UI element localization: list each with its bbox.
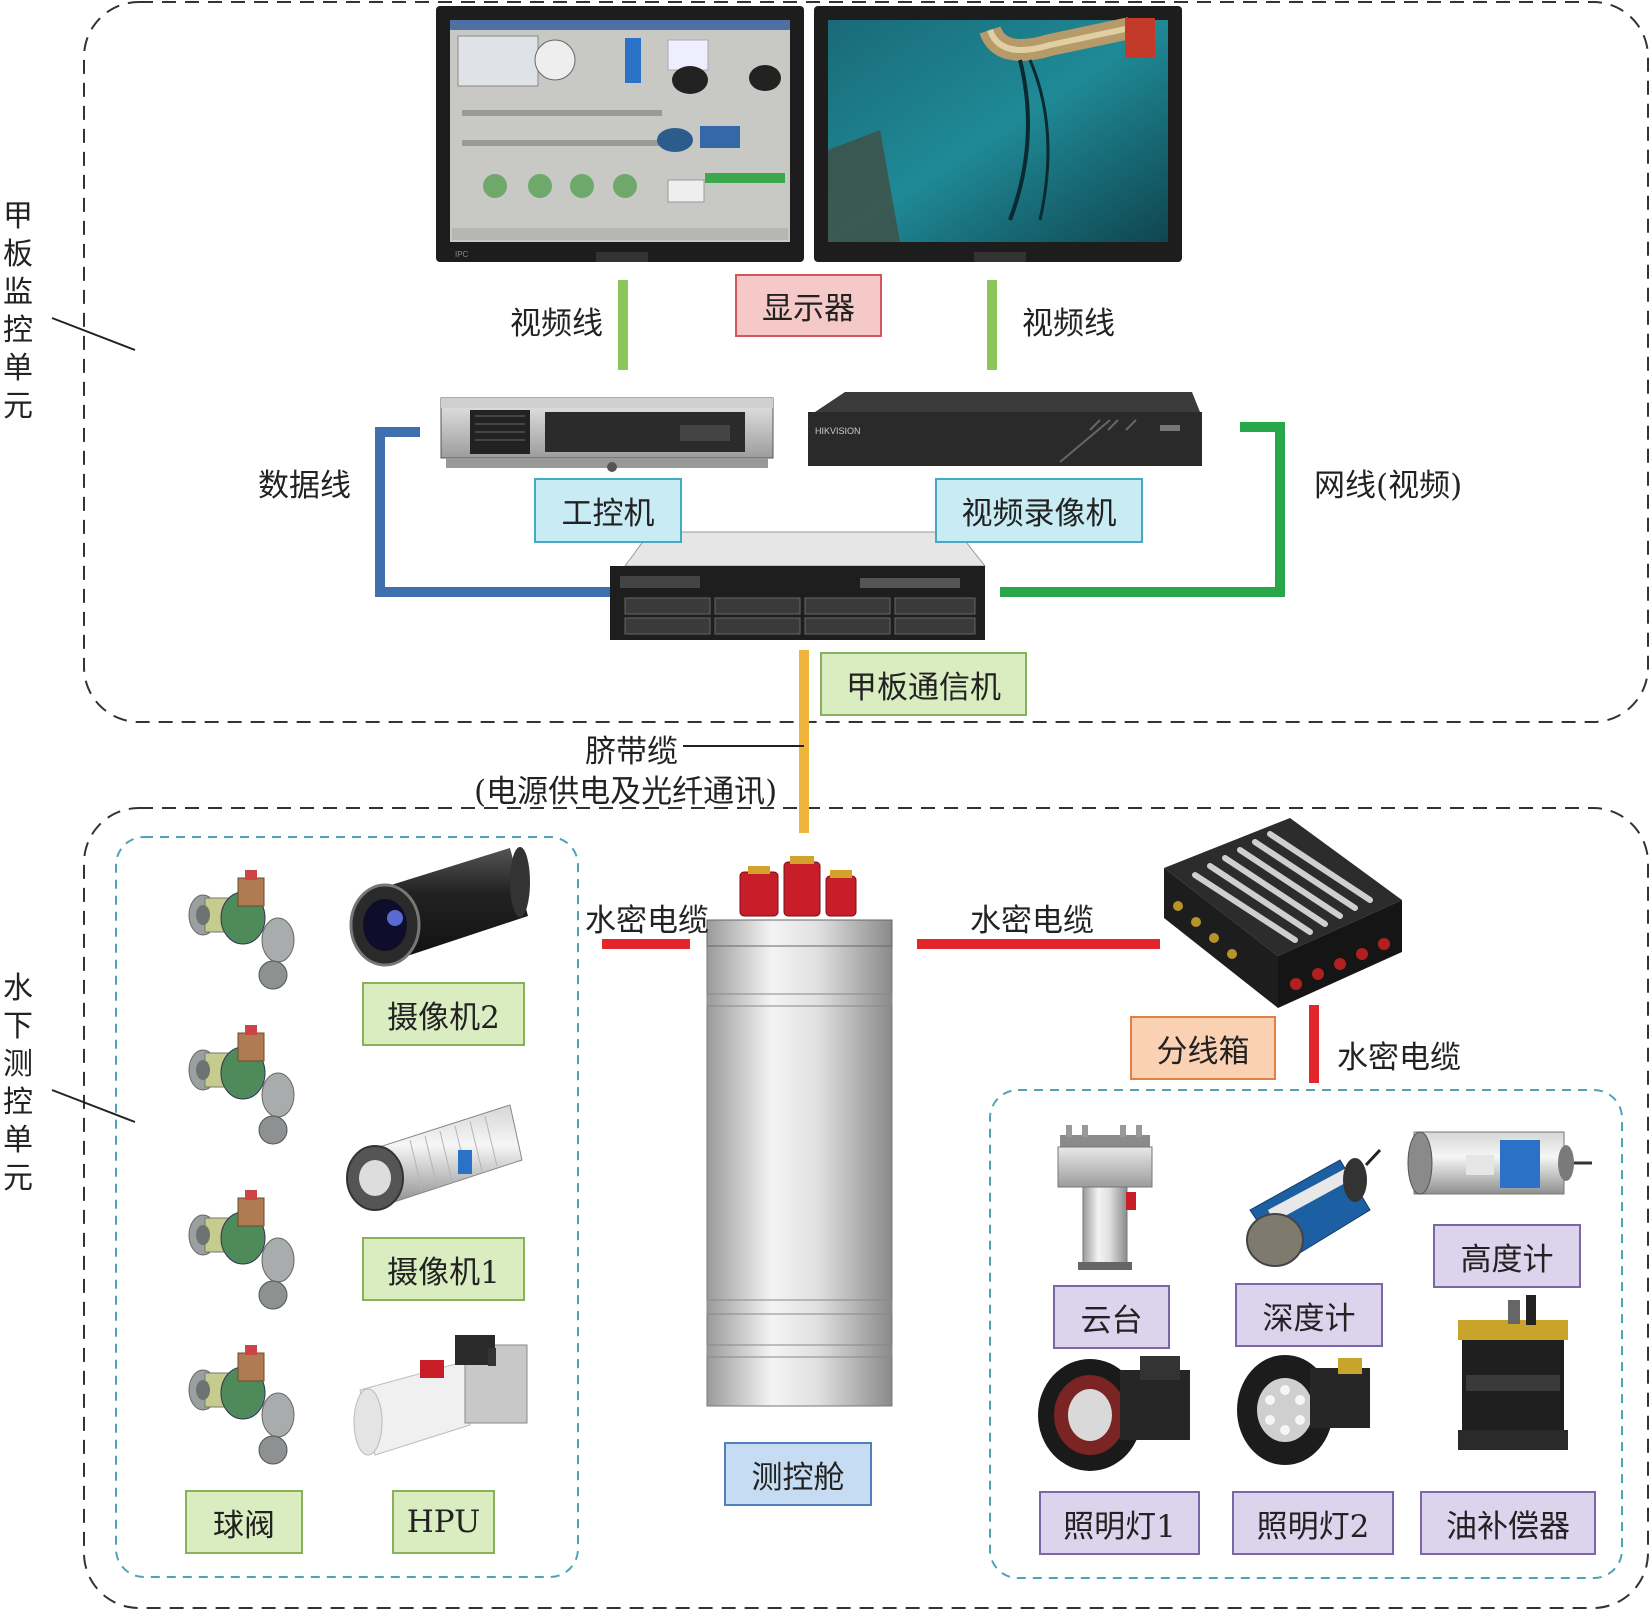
watertight-cable-down-label: 水密电缆 (1337, 1040, 1461, 1076)
camera-2-label: 摄像机2 (362, 982, 525, 1046)
umbilical-note: (电源供电及光纤通讯) (474, 774, 778, 810)
right-device-group-boundary (989, 1089, 1623, 1579)
left-device-group-boundary (115, 836, 579, 1578)
network-cable-label: 网线(视频) (1314, 468, 1463, 504)
camera-1-label: 摄像机1 (362, 1237, 525, 1301)
subsea-unit-title: 水下测控单元 (3, 971, 33, 1196)
depth-meter-image (1246, 1148, 1382, 1267)
deck-unit-title: 甲板监控单元 (3, 199, 33, 424)
video-recorder: HIKVISION (808, 392, 1202, 466)
watertight-cable-right-label: 水密电缆 (970, 903, 1094, 939)
monitor-label: 显示器 (735, 274, 882, 337)
ipc-label: 工控机 (534, 478, 682, 543)
ball-valve-label: 球阀 (185, 1490, 303, 1554)
right-monitor (814, 6, 1182, 262)
hpu-image (353, 1335, 528, 1456)
pan-tilt-label: 云台 (1053, 1285, 1170, 1349)
video-cable-left-label: 视频线 (510, 306, 603, 342)
deck-comm-server (610, 531, 987, 640)
umbilical-label: 脐带缆 (585, 734, 678, 770)
camera-1-image (346, 1104, 523, 1211)
altimeter-image (1407, 1131, 1592, 1195)
light-1-label: 照明灯1 (1039, 1491, 1200, 1555)
hpu-label: HPU (392, 1490, 495, 1554)
camera-2-image (349, 847, 530, 967)
svg-text:IPC: IPC (455, 250, 469, 259)
deck-comm-label: 甲板通信机 (820, 652, 1027, 716)
depth-meter-label: 深度计 (1235, 1283, 1383, 1347)
svg-text:HIKVISION: HIKVISION (815, 426, 861, 436)
oil-compensator-image (1458, 1295, 1568, 1450)
junction-box-label: 分线箱 (1130, 1016, 1276, 1080)
data-cable-label: 数据线 (258, 468, 351, 504)
industrial-pc (440, 397, 774, 472)
ball-valve-3 (188, 1189, 295, 1310)
ball-valve-1 (188, 869, 295, 990)
pan-tilt-image (1057, 1125, 1153, 1270)
video-recorder-label: 视频录像机 (935, 478, 1143, 543)
watertight-cable-left-label: 水密电缆 (585, 903, 709, 939)
light-2-label: 照明灯2 (1232, 1491, 1394, 1555)
light-2-image (1237, 1355, 1370, 1465)
junction-box (1164, 818, 1402, 1008)
ball-valve-4 (188, 1344, 295, 1465)
ball-valve-2 (188, 1024, 295, 1145)
control-cabin (706, 856, 893, 1407)
deck-unit-boundary (83, 1, 1649, 723)
altimeter-label: 高度计 (1433, 1224, 1581, 1288)
video-cable-right-label: 视频线 (1022, 306, 1115, 342)
left-monitor: IPC (436, 6, 804, 262)
oil-compensator-label: 油补偿器 (1420, 1491, 1596, 1555)
subsea-unit-boundary (83, 807, 1649, 1609)
light-1-image (1038, 1356, 1190, 1471)
control-cabin-label: 测控舱 (724, 1442, 872, 1506)
